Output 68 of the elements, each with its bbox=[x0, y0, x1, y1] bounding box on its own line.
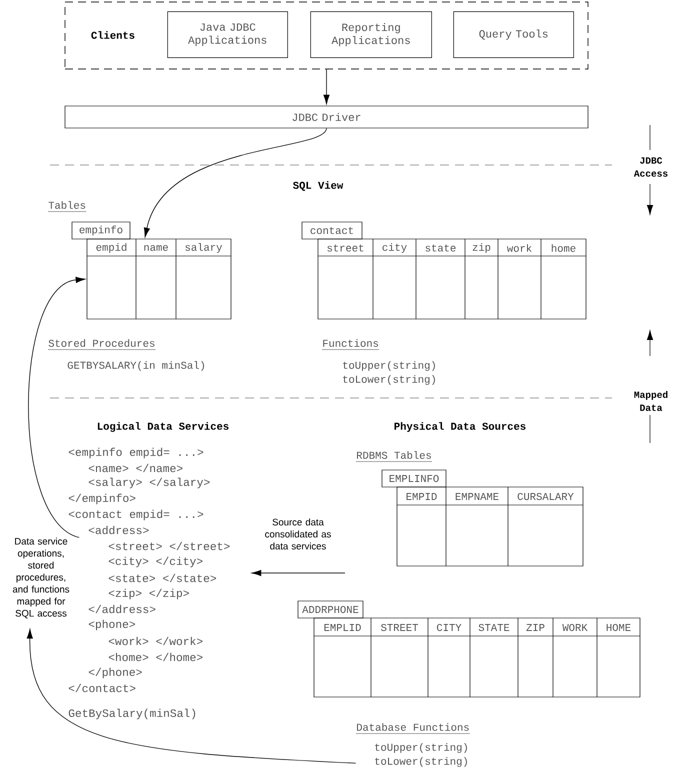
section-heading: Logical Data Services bbox=[98, 422, 228, 432]
group-label: Clients bbox=[91, 31, 134, 39]
section-heading: Stored Procedures bbox=[48, 339, 156, 350]
section-heading: SQL View bbox=[292, 181, 344, 191]
column-header: CURSALARY bbox=[518, 492, 574, 500]
code-line: <contact empid= ...> bbox=[68, 510, 204, 520]
column-header: EMPID bbox=[406, 493, 437, 500]
section-heading: Tables bbox=[48, 201, 86, 212]
code-line: <work> </work> bbox=[108, 636, 202, 646]
column-header: STREET bbox=[381, 624, 418, 632]
column-header: zip bbox=[472, 243, 490, 253]
code-line: <name> </name> bbox=[88, 464, 182, 472]
code-line: <state> </state> bbox=[108, 574, 216, 582]
section-heading: Database Functions bbox=[356, 723, 470, 734]
side-label: Mapped Data bbox=[634, 391, 668, 411]
column-header: EMPLID bbox=[324, 624, 361, 631]
section-heading: Physical Data Sources bbox=[394, 422, 526, 432]
table-name-tab: contact bbox=[302, 222, 362, 240]
code-line: </address> bbox=[88, 604, 156, 614]
function-name: GETBYSALARY(in minSal) bbox=[68, 361, 204, 371]
group-box bbox=[64, 2, 588, 70]
column-header: home bbox=[552, 244, 576, 252]
code-line: <salary> </salary> bbox=[88, 478, 210, 488]
table-name-tab: empinfo bbox=[72, 222, 130, 240]
code-line: </contact> bbox=[68, 684, 136, 692]
section-heading: RDBMS Tables bbox=[356, 451, 432, 462]
arrow bbox=[144, 128, 327, 238]
column-header: empid bbox=[96, 243, 126, 253]
process-box: Java JDBC Applications bbox=[167, 11, 288, 58]
function-name: toLower(string) bbox=[375, 757, 467, 767]
code-line: </phone> bbox=[88, 668, 142, 678]
function-name: toUpper(string) bbox=[343, 361, 435, 371]
arrow bbox=[28, 276, 86, 538]
section-heading: Functions bbox=[322, 339, 380, 350]
table-name-tab: EMPLINFO bbox=[382, 470, 446, 488]
caption-text: Data service operations, stored procedures, and functions mapped for SQL access bbox=[12, 538, 70, 618]
code-line: <street> </street> bbox=[108, 542, 230, 550]
process-box: Query Tools bbox=[453, 11, 574, 58]
code-line: <home> </home> bbox=[108, 652, 202, 662]
process-box: JDBC Driver bbox=[64, 106, 588, 128]
column-header: city bbox=[382, 243, 407, 253]
code-line: GetBySalary(minSal) bbox=[68, 708, 196, 720]
process-box: Reporting Applications bbox=[310, 11, 432, 58]
function-name: toUpper(string) bbox=[375, 743, 467, 753]
column-header: WORK bbox=[562, 624, 588, 632]
arrow bbox=[323, 69, 330, 104]
column-header: salary bbox=[185, 243, 222, 253]
column-header: HOME bbox=[606, 624, 631, 632]
column-header: state bbox=[426, 244, 456, 252]
code-line: <address> bbox=[88, 526, 149, 534]
edge-label: Source data consolidated as data services bbox=[265, 518, 331, 550]
column-header: street bbox=[327, 244, 364, 252]
code-line: <empinfo empid= ...> bbox=[68, 448, 204, 458]
table-name-tab: ADDRPHONE bbox=[298, 600, 364, 618]
code-line: <zip> </zip> bbox=[108, 588, 189, 600]
column-header: ZIP bbox=[526, 624, 544, 631]
code-line: </empinfo> bbox=[68, 494, 136, 504]
column-header: EMPNAME bbox=[456, 493, 498, 500]
arrow bbox=[26, 629, 356, 764]
code-line: <phone> bbox=[88, 620, 135, 630]
arrow bbox=[252, 570, 346, 576]
side-label: JDBC Access bbox=[634, 157, 668, 177]
code-line: <city> </city> bbox=[108, 556, 202, 568]
column-header: CITY bbox=[436, 624, 462, 632]
column-header: STATE bbox=[478, 624, 510, 632]
column-header: name bbox=[144, 245, 168, 251]
function-name: toLower(string) bbox=[343, 375, 435, 385]
column-header: work bbox=[507, 244, 532, 252]
